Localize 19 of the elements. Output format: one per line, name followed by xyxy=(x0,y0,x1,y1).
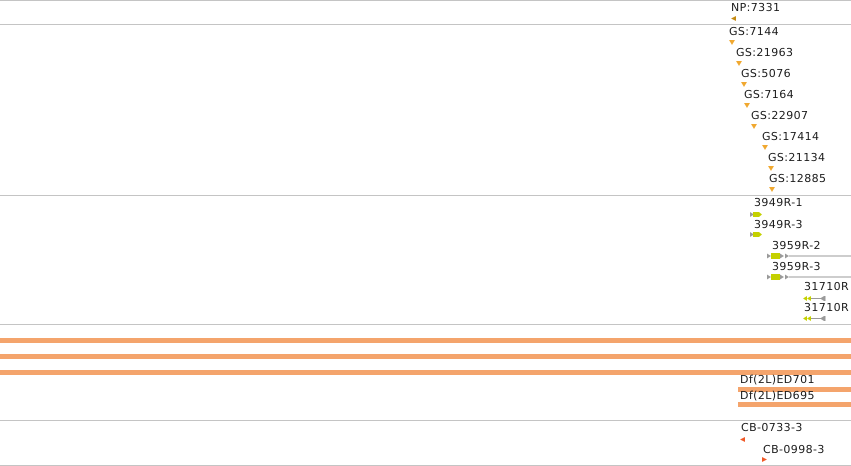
feature-label: 3959R-3 xyxy=(772,261,821,273)
feature-label: GS:21963 xyxy=(736,47,794,59)
feature-label: CB-0733-3 xyxy=(741,422,803,434)
feature-label: GS:17414 xyxy=(762,131,820,143)
feature-label: GS:22907 xyxy=(751,110,808,122)
feature-label: Df(2L)ED701 xyxy=(740,374,815,386)
feature-label: NP:7331 xyxy=(731,2,780,14)
feature-label: GS:7164 xyxy=(744,89,794,101)
feature-label: GS:12885 xyxy=(769,173,826,185)
feature-label: CB-0998-3 xyxy=(763,444,825,456)
feature-label: 3949R-1 xyxy=(754,197,803,209)
feature-label: 31710R xyxy=(804,302,850,314)
feature-label: GS:7144 xyxy=(729,26,780,38)
feature-label: GS:5076 xyxy=(741,68,792,80)
feature-label: 31710R xyxy=(804,281,850,293)
feature-label: 3949R-3 xyxy=(754,219,803,231)
feature-label: Df(2L)ED695 xyxy=(740,390,815,402)
feature-label: GS:21134 xyxy=(768,152,826,164)
feature-label: 3959R-2 xyxy=(772,240,821,252)
